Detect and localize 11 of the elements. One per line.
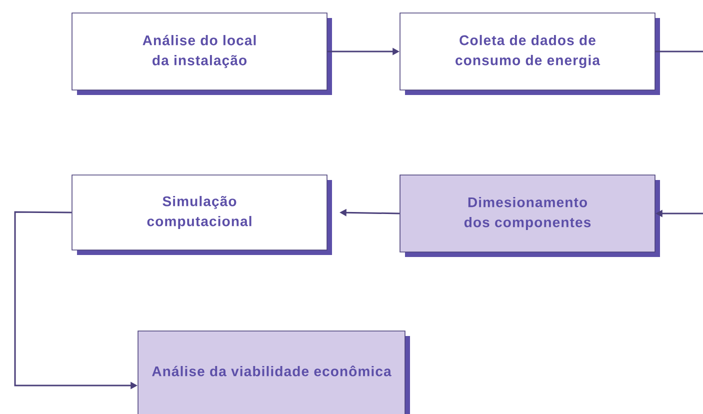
node-label: Análise do local da instalação — [142, 34, 256, 68]
process-box — [400, 174, 660, 257]
node-label: Simulação computacional — [147, 196, 252, 230]
process-box — [72, 12, 332, 95]
arrow — [655, 50, 703, 218]
node-label: Análise da viabilidade econômica — [152, 366, 392, 376]
node-label: Dimesionamento dos componentes — [464, 196, 591, 230]
process-box — [72, 174, 332, 255]
process-box — [400, 12, 660, 95]
process-box — [138, 330, 410, 414]
node-label: Coleta de dados de consumo de energia — [456, 34, 600, 68]
